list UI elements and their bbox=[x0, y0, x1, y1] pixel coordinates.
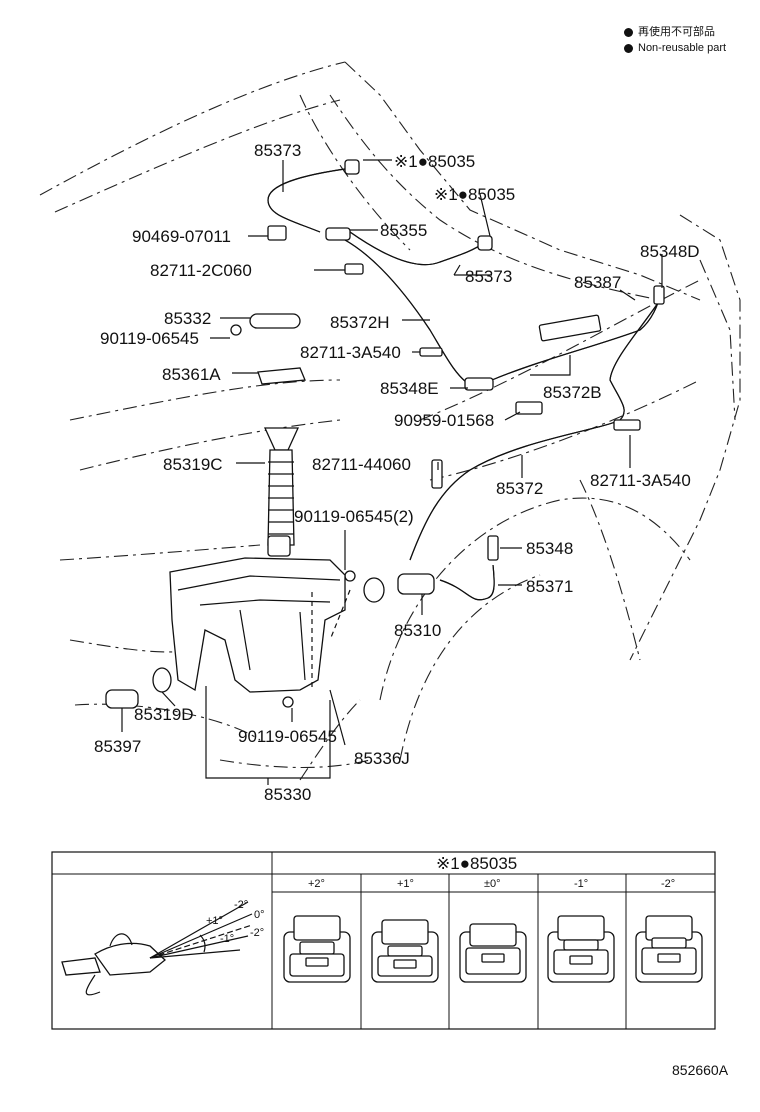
angle-label: 0° bbox=[254, 909, 265, 921]
part-labels: 85373 ※1●85035 ※1●85035 90469-07011 8535… bbox=[94, 141, 700, 804]
legend-text-en: Non-reusable part bbox=[638, 42, 727, 54]
label-82711-3a540: 82711-3A540 bbox=[300, 343, 401, 362]
label-85319c: 85319C bbox=[163, 455, 223, 474]
column-plus2: +2° bbox=[308, 878, 325, 890]
nozzle-variant-plus2 bbox=[283, 915, 351, 983]
washer-hoses bbox=[267, 167, 661, 601]
label-85372: 85372 bbox=[496, 479, 543, 498]
label-85361a: 85361A bbox=[162, 365, 221, 384]
column-zero: ±0° bbox=[484, 878, 501, 890]
nozzle-variant-plus1 bbox=[371, 919, 439, 983]
label-90119-06545: 90119-06545 bbox=[238, 727, 337, 746]
label-90959-01568: 90959-01568 bbox=[394, 411, 494, 430]
bullet-icon bbox=[624, 43, 633, 53]
legend-text-jp: 再使用不可部品 bbox=[638, 26, 715, 38]
label-85373: 85373 bbox=[465, 267, 512, 286]
legend-row: Non-reusable part bbox=[624, 40, 726, 56]
label-85035: ※1●85035 bbox=[434, 185, 515, 204]
small-parts bbox=[105, 159, 665, 709]
column-minus2: -2° bbox=[661, 878, 675, 890]
label-85387: 85387 bbox=[574, 273, 621, 292]
nozzle-variant-minus2 bbox=[635, 915, 703, 983]
label-85332: 85332 bbox=[164, 309, 211, 328]
label-85348e: 85348E bbox=[380, 379, 439, 398]
label-85397: 85397 bbox=[94, 737, 141, 756]
label-85336j: 85336J bbox=[354, 749, 410, 768]
label-82711-2c060: 82711-2C060 bbox=[150, 261, 252, 280]
nozzle-variant-minus1 bbox=[547, 915, 615, 983]
legend-row: 再使用不可部品 bbox=[624, 24, 726, 40]
label-85372b: 85372B bbox=[543, 383, 602, 402]
label-85310: 85310 bbox=[394, 621, 441, 640]
angle-label: -2° bbox=[250, 927, 264, 939]
label-85371: 85371 bbox=[526, 577, 573, 596]
table-header: ※1●85035 bbox=[436, 854, 517, 873]
nozzle-illustration: -2° 0° +1° -1° -2° bbox=[61, 899, 265, 996]
label-85319d: 85319D bbox=[134, 705, 194, 724]
bullet-icon bbox=[624, 27, 633, 37]
nozzle-angle-table: ※1●85035 +2° +1° ±0° -1° -2° -2° 0° +1° … bbox=[51, 851, 716, 1030]
label-85348d: 85348D bbox=[640, 242, 700, 261]
angle-label: +1° bbox=[206, 915, 223, 927]
column-minus1: -1° bbox=[574, 878, 588, 890]
label-85330: 85330 bbox=[264, 785, 311, 804]
label-85348: 85348 bbox=[526, 539, 573, 558]
label-85355: 85355 bbox=[380, 221, 427, 240]
nozzle-variant-zero bbox=[459, 923, 527, 983]
label-90469-07011: 90469-07011 bbox=[132, 227, 231, 246]
label-82711-3a540: 82711-3A540 bbox=[590, 471, 691, 490]
label-85035: ※1●85035 bbox=[394, 152, 475, 171]
label-82711-44060: 82711-44060 bbox=[312, 455, 411, 474]
label-90119-06545-2: 90119-06545(2) bbox=[294, 507, 414, 526]
washer-reservoir-tank bbox=[169, 557, 346, 693]
label-90119-06545: 90119-06545 bbox=[100, 329, 199, 348]
legend: 再使用不可部品 Non-reusable part bbox=[624, 24, 726, 56]
angle-label: -1° bbox=[220, 933, 234, 945]
label-85372h: 85372H bbox=[330, 313, 390, 332]
label-85373: 85373 bbox=[254, 141, 301, 160]
diagram-code: 852660A bbox=[672, 1062, 729, 1078]
leader-lines bbox=[121, 159, 663, 785]
column-plus1: +1° bbox=[397, 878, 414, 890]
angle-label: -2° bbox=[234, 899, 248, 911]
filler-neck bbox=[263, 427, 300, 557]
